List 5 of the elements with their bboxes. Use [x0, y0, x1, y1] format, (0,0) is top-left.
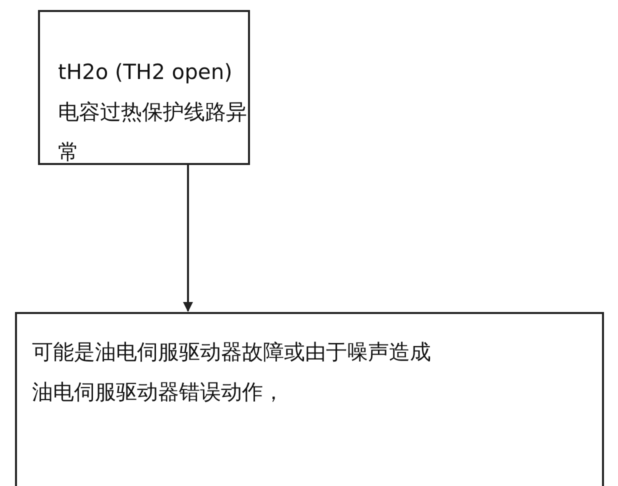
box-text: 可能是油电伺服驱动器故障或由于噪声造成油电伺服驱动器错误动作，	[32, 339, 432, 406]
arrow	[183, 165, 193, 312]
text-box	[38, 10, 250, 165]
text-box	[15, 312, 604, 486]
box-text: tH2o (TH2 open) 电容过热保护线路异常	[58, 59, 248, 166]
